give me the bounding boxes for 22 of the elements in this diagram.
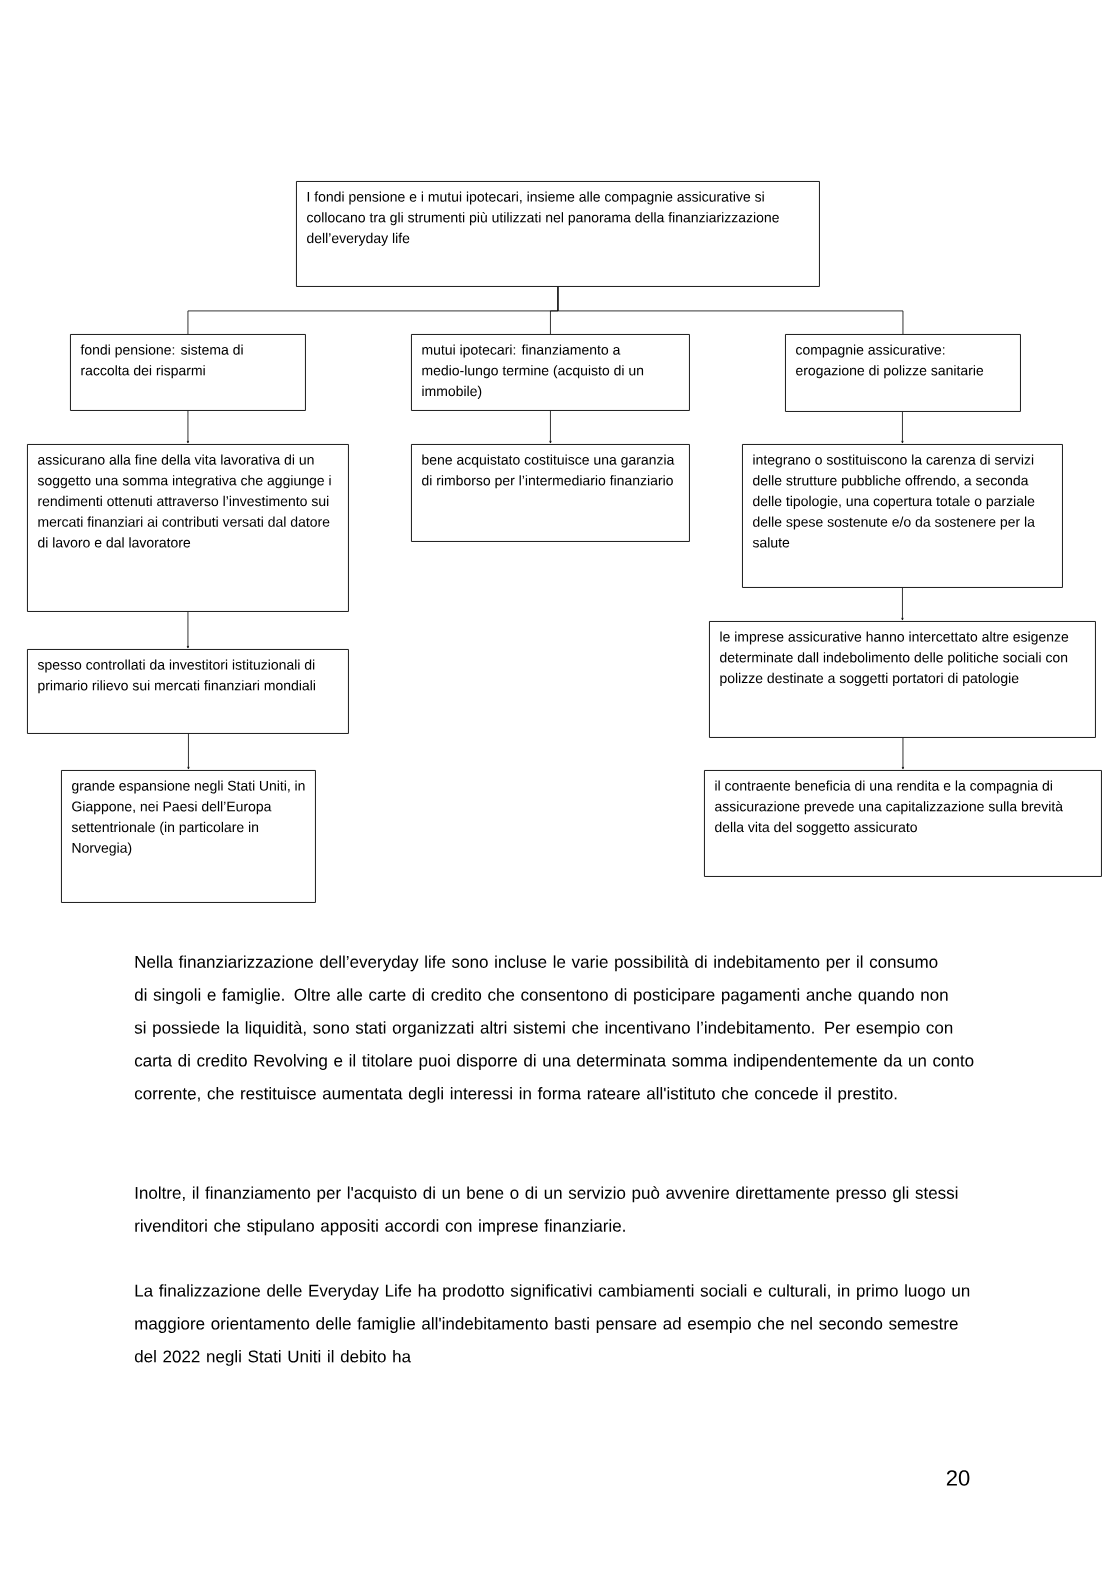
connector-arrow xyxy=(549,410,552,444)
connector-arrow xyxy=(187,733,190,770)
text-box: compagnie assicurative: erogazione di polizze sanitarie xyxy=(785,334,1021,412)
paragraph: Nella finanziarizzazione dell’everyday life sono incluse le varie possibilità di indebitamento per il consumo di singoli e famiglie. Oltre alle carte di credito che consentono di posticipare pagamenti anche quando non si possiede la liquidità, sono stati organizzati altri sistemi che incentivano l’indebitamento. Per esempio con carta di credito Revolving e il titolare puoi disporre di una determinata somma indipendentemente da un conto corrente, che restituisce aumentata degli interessi in forma rateare all'istituto che concede il prestito. xyxy=(134,955,974,1103)
text-box: fondi pensione: sistema di raccolta dei risparmi xyxy=(70,334,306,411)
paragraph: Inoltre, il finanziamento per l'acquisto di un bene o di un servizio può avvenire direttamente presso gli stessi rivenditori che stipulano appositi accordi con imprese finanziarie. xyxy=(135,1186,958,1236)
text-box: mutui ipotecari: finanziamento a medio-lungo termine (acquisto di un immobile) xyxy=(411,334,690,411)
text-box: assicurano alla fine della vita lavorativa di un soggetto una somma integrativa che aggiunge i rendimenti ottenuti attraverso l’investimento sui mercati finanziari ai contributi versati dal datore di lavoro e dal lavoratore xyxy=(27,444,349,612)
page-number: 20 xyxy=(946,1470,970,1486)
text-box: spesso controllati da investitori istituzionali di primario rilievo sui mercati finanziari mondiali xyxy=(27,649,349,734)
text-box: bene acquistato costituisce una garanzia di rimborso per l’intermediario finanziario xyxy=(411,444,690,542)
text-box: I fondi pensione e i mutui ipotecari, insieme alle compagnie assicurative si collocano tra gli strumenti più utilizzati nel panorama della finanziarizzazione dell’everyday life xyxy=(296,181,820,287)
paragraph: La finalizzazione delle Everyday Life ha prodotto significativi cambiamenti sociali e culturali, in primo luogo un maggiore orientamento delle famiglie all'indebitamento basti pensare ad esempio che nel secondo semestre del 2022 negli Stati Uniti il debito ha xyxy=(134,1284,970,1366)
connector-arrow xyxy=(901,411,904,444)
connector-arrow xyxy=(901,587,904,621)
text-box: integrano o sostituiscono la carenza di servizi delle strutture pubbliche offrendo, a seconda delle tipologie, una copertura totale o parziale delle spese sostenute e/o da sostenere per la salute xyxy=(742,444,1063,588)
text-box: grande espansione negli Stati Uniti, in Giappone, nei Paesi dell’Europa settentrionale (in particolare in Norvegia) xyxy=(61,770,316,903)
connector-arrow xyxy=(186,410,190,444)
connector-arrow xyxy=(186,611,190,649)
text-box: le imprese assicurative hanno intercettato altre esigenze determinate dall indebolimento delle politiche sociali con polizze destinate a soggetti portatori di patologie xyxy=(709,621,1096,738)
connector-arrow xyxy=(901,737,905,770)
text-box: il contraente beneficia di una rendita e la compagnia di assicurazione prevede una capitalizzazione sulla brevità della vita del soggetto assicurato xyxy=(704,770,1102,877)
